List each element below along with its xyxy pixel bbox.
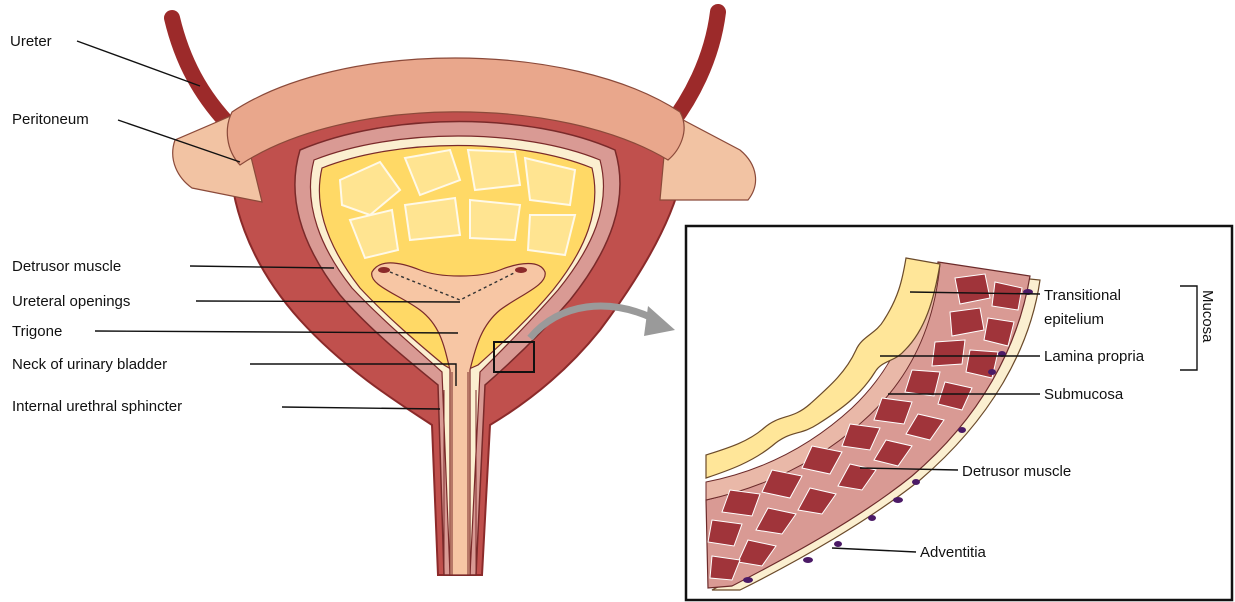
inset-label-detrusor: Detrusor muscle (962, 463, 1071, 480)
label-trigone: Trigone (12, 323, 62, 340)
label-neck: Neck of urinary bladder (12, 356, 167, 373)
inset-label-mucosa: Mucosa (1199, 290, 1216, 343)
left-ureter (172, 18, 232, 128)
wall-inset: Transitional epitelium Lamina propria Su… (686, 226, 1232, 600)
label-peritoneum: Peritoneum (12, 111, 89, 128)
zoom-arrow-head (644, 306, 675, 336)
inset-label-adventitia: Adventitia (920, 544, 987, 561)
label-sphincter: Internal urethral sphincter (12, 398, 182, 415)
bladder-illustration (172, 12, 756, 575)
inset-label-transitional-1: Transitional (1044, 287, 1121, 304)
label-detrusor-muscle: Detrusor muscle (12, 258, 121, 275)
inset-label-lamina-propria: Lamina propria (1044, 348, 1145, 365)
left-ureteral-opening (378, 267, 390, 273)
right-ureteral-opening (515, 267, 527, 273)
label-ureteral-openings: Ureteral openings (12, 293, 130, 310)
inset-label-submucosa: Submucosa (1044, 386, 1124, 403)
label-ureter: Ureter (10, 33, 52, 50)
inset-label-transitional-2: epitelium (1044, 311, 1104, 328)
